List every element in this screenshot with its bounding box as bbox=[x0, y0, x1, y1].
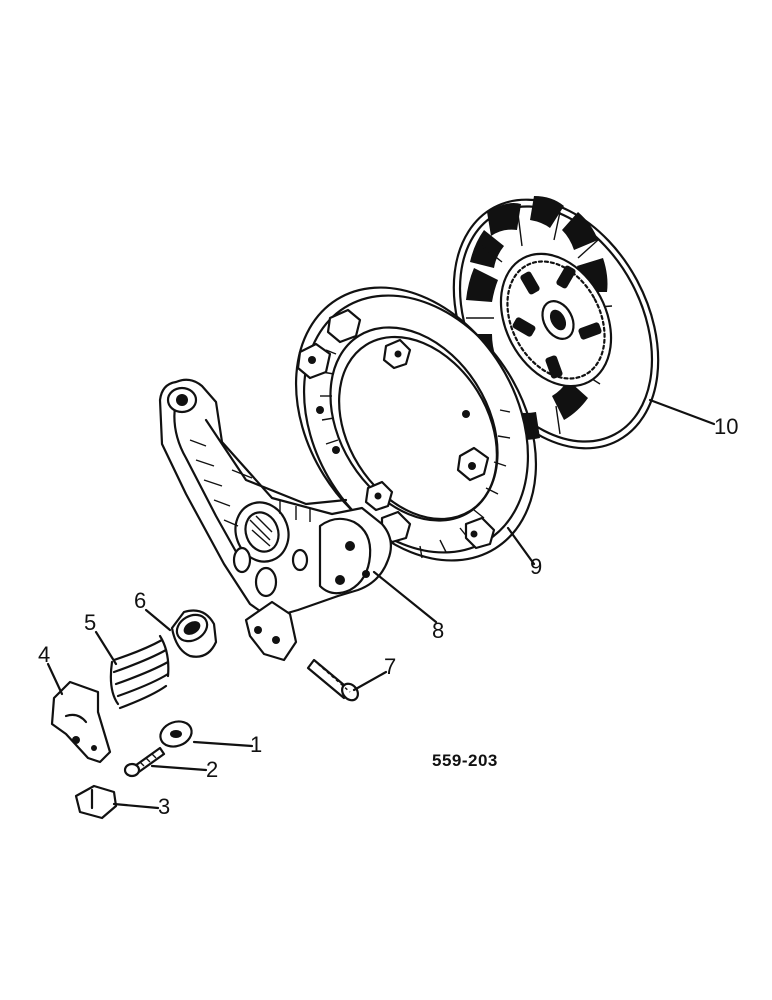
callout-6: 6 bbox=[134, 588, 146, 613]
clip bbox=[50, 680, 112, 764]
pressure-plate bbox=[294, 286, 538, 562]
nut bbox=[74, 784, 118, 820]
leader-lines bbox=[46, 398, 716, 810]
callout-7: 7 bbox=[384, 654, 396, 679]
callouts: 1 2 3 4 5 6 7 8 9 10 bbox=[38, 414, 738, 819]
pin bbox=[306, 658, 359, 702]
callout-9: 9 bbox=[530, 554, 542, 579]
callout-3: 3 bbox=[158, 794, 170, 819]
release-housing bbox=[158, 378, 393, 662]
callout-5: 5 bbox=[84, 610, 96, 635]
callout-2: 2 bbox=[206, 757, 218, 782]
callout-1: 1 bbox=[250, 732, 262, 757]
reference-code: 559-203 bbox=[432, 751, 498, 770]
bushing bbox=[170, 609, 218, 658]
bolt bbox=[123, 746, 166, 778]
coil-spring bbox=[109, 634, 170, 710]
callout-8: 8 bbox=[432, 618, 444, 643]
callout-10: 10 bbox=[714, 414, 738, 439]
callout-4: 4 bbox=[38, 642, 50, 667]
washer bbox=[159, 720, 193, 748]
